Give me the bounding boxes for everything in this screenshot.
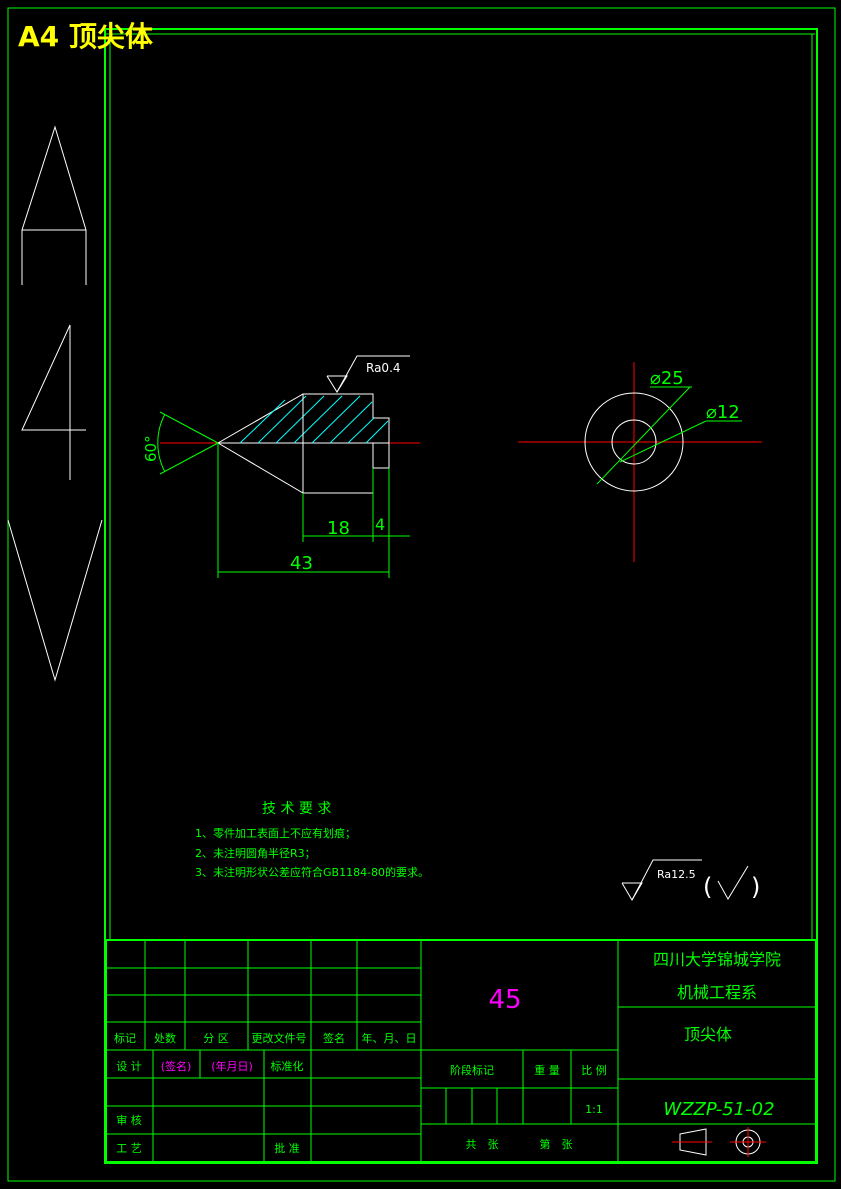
roughness-symbol-top: [326, 355, 410, 393]
paren-close: ): [751, 873, 760, 901]
col-zone: 分 区: [203, 1032, 229, 1045]
diameter-leaders: [596, 386, 742, 485]
side-view: ⌀25 ⌀12: [518, 362, 762, 562]
col-mark: 标记: [114, 1031, 136, 1045]
hatch-lines: [239, 395, 389, 444]
dia-inner-label: ⌀12: [706, 402, 740, 423]
paren-open: (: [703, 873, 712, 901]
dia-outer-label: ⌀25: [650, 368, 684, 389]
drawing-no-label: WZZP-51-02: [663, 1099, 774, 1120]
projection-symbol-icon: [672, 1127, 766, 1157]
tech-item-3: 3、未注明形状公差应符合GB1184-80的要求。: [195, 865, 429, 879]
angle-label: 60°: [142, 435, 160, 462]
col-doc: 更改文件号: [252, 1031, 307, 1045]
front-view: 60° 43 18 4 Ra0.4: [142, 355, 420, 578]
tech-title: 技 术 要 求: [262, 801, 331, 817]
school-label: 四川大学锦城学院: [653, 950, 781, 969]
design-label: 设 计: [116, 1060, 142, 1073]
review-label: 审 核: [116, 1113, 142, 1127]
outer-circle: [584, 392, 684, 492]
design-date: (年月日): [211, 1059, 253, 1073]
dim-small-label: 4: [375, 515, 385, 534]
tech-requirements: 技 术 要 求 1、零件加工表面上不应有划痕； 2、未注明圆角半径R3； 3、未…: [195, 801, 429, 879]
margin-glyph-v: [7, 519, 103, 682]
stage-label: 阶段标记: [450, 1063, 494, 1077]
standard-label: 标准化: [271, 1059, 304, 1073]
title-block: 45 四川大学锦城学院 机械工程系 顶尖体 WZZP-51-02 标记 处数 分…: [105, 939, 817, 1163]
part-name-label: 顶尖体: [684, 1025, 732, 1044]
sheet-size-label: A4 顶尖体: [18, 20, 154, 53]
sheets-total-label: 共 张: [466, 1138, 499, 1151]
scale-value: 1:1: [585, 1103, 603, 1116]
col-date: 年、月、日: [362, 1031, 417, 1045]
col-sign: 签名: [323, 1031, 345, 1045]
outer-border: [7, 7, 836, 1182]
tech-item-1: 1、零件加工表面上不应有划痕；: [195, 826, 356, 840]
approve-label: 批 准: [274, 1141, 300, 1155]
scale-label: 比 例: [581, 1063, 607, 1077]
angle-dimension: [157, 411, 219, 475]
roughness-general: Ra12.5 ( ): [621, 859, 760, 901]
tech-item-2: 2、未注明圆角半径R3；: [195, 846, 316, 860]
col-count: 处数: [154, 1032, 176, 1045]
weight-label: 重 量: [534, 1063, 560, 1077]
inner-circle: [611, 419, 657, 465]
design-sign: (签名): [161, 1059, 192, 1073]
dimension-lines: [217, 443, 410, 578]
process-label: 工 艺: [116, 1142, 142, 1155]
roughness-general-label: Ra12.5: [657, 868, 696, 881]
dim-total-label: 43: [290, 553, 313, 574]
sheet-no-label: 第 张: [540, 1137, 573, 1151]
roughness-top-label: Ra0.4: [366, 361, 401, 375]
margin-glyph-a: [21, 125, 87, 285]
material-label: 45: [488, 985, 521, 1015]
dept-label: 机械工程系: [677, 983, 757, 1002]
dim-mid-label: 18: [327, 518, 350, 539]
margin-glyph-4: [21, 324, 86, 480]
